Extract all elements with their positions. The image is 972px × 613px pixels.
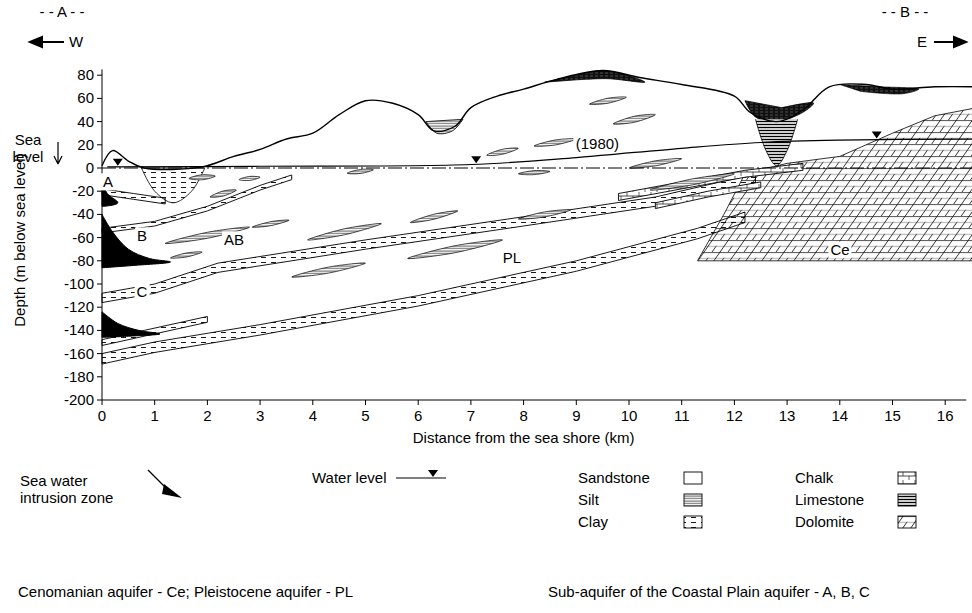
legend-label: Sandstone — [578, 469, 650, 486]
distance-tick-label: 14 — [831, 407, 848, 424]
depth-tick-label: -40 — [72, 206, 94, 223]
depth-tick-label: -140 — [64, 322, 94, 339]
legend-swatch — [898, 472, 916, 484]
ground-surface — [102, 71, 972, 170]
silt-lens — [629, 158, 682, 168]
west-arrow — [30, 37, 64, 47]
silt-lens — [171, 252, 203, 258]
legend-swatch — [684, 472, 702, 484]
silt-lens — [292, 263, 366, 277]
legend-label: Sea water intrusion zone — [20, 472, 132, 507]
depth-tick-label: 60 — [77, 90, 94, 107]
depth-tick-label: 20 — [77, 136, 94, 153]
distance-tick-label: 9 — [572, 407, 580, 424]
distance-tick-label: 13 — [779, 407, 796, 424]
silt-lens — [239, 176, 260, 180]
axes — [97, 69, 966, 405]
sub-aquifer-label: AB — [222, 231, 246, 248]
sea-level-line — [102, 168, 972, 169]
sea-water-intrusion-zone — [102, 312, 160, 338]
depth-tick-label: -180 — [64, 368, 94, 385]
depth-tick-label: 0 — [86, 159, 94, 176]
footnote: Cenomanian aquifer - Ce; Pleistocene aqu… — [18, 583, 353, 600]
depth-tick-label: -20 — [72, 183, 94, 200]
legend-swatch — [148, 470, 182, 498]
silt-lens — [210, 190, 236, 198]
section-end-label: - - B - - — [882, 3, 929, 20]
silt-lens — [347, 169, 373, 174]
aquifer-label: Ce — [828, 241, 851, 258]
silt-lens — [408, 240, 503, 259]
legend-swatch — [684, 494, 702, 506]
silt-lens — [534, 139, 576, 147]
silt-lens — [189, 175, 215, 180]
legend-label: Water level — [312, 469, 386, 486]
direction-label: W — [69, 33, 83, 50]
water-level-year: (1980) — [574, 135, 621, 152]
silt-lens — [252, 220, 289, 227]
legend-label: Dolomite — [795, 513, 854, 530]
legend-swatch — [684, 516, 702, 528]
silt-lens — [487, 148, 519, 156]
silt-lens — [410, 211, 457, 223]
distance-tick-label: 10 — [621, 407, 638, 424]
distance-tick-label: 7 — [467, 407, 475, 424]
distance-tick-label: 2 — [203, 407, 211, 424]
distance-tick-label: 8 — [519, 407, 527, 424]
legend-swatch — [898, 494, 916, 506]
silt-lens — [589, 97, 626, 105]
silt-lens — [650, 174, 734, 191]
direction-label: E — [917, 33, 927, 50]
footnote: Sub-aquifer of the Coastal Plain aquifer… — [548, 583, 870, 600]
depth-tick-label: -120 — [64, 299, 94, 316]
depth-tick-label: 80 — [77, 67, 94, 84]
distance-tick-label: 0 — [98, 407, 106, 424]
silt-lens — [308, 224, 382, 241]
distance-tick-label: 3 — [256, 407, 264, 424]
silt-lens — [518, 171, 550, 175]
valley-silt-fill — [426, 119, 463, 134]
depth-tick-label: -200 — [64, 391, 94, 408]
depth-tick-label: 40 — [77, 113, 94, 130]
distance-tick-label: 11 — [674, 407, 690, 424]
limestone-cap — [545, 71, 645, 83]
sub-aquifer-label: C — [135, 283, 150, 300]
silt-lens — [518, 210, 571, 220]
depth-tick-label: -160 — [64, 345, 94, 362]
sub-aquifer-label: A — [101, 173, 115, 190]
section-end-label: - - A - - — [40, 3, 85, 20]
legend-swatch — [396, 470, 446, 478]
depth-tick-label: -100 — [64, 275, 94, 292]
sub-aquifer-label: B — [135, 227, 149, 244]
distance-tick-label: 5 — [361, 407, 369, 424]
water-level-symbol — [113, 159, 123, 166]
water-table-1980 — [107, 139, 972, 167]
sea-water-intrusion-zone — [102, 214, 171, 267]
valley-clay-fill — [142, 168, 205, 203]
distance-tick-label: 4 — [309, 407, 317, 424]
legend-swatch — [898, 516, 916, 528]
aquifer-label: PL — [501, 249, 523, 266]
legend-label: Silt — [578, 491, 599, 508]
geologic-section — [102, 71, 972, 364]
distance-tick-label: 6 — [414, 407, 422, 424]
depth-tick-label: -60 — [72, 229, 94, 246]
distance-tick-label: 16 — [937, 407, 954, 424]
legend-label: Limestone — [795, 491, 864, 508]
axis-title: Distance from the sea shore (km) — [413, 429, 635, 446]
sea-level-arrow — [54, 142, 62, 164]
legend-label: Chalk — [795, 469, 833, 486]
valley-dark-fill — [745, 101, 814, 122]
water-level-symbol — [872, 132, 882, 139]
distance-tick-label: 12 — [726, 407, 743, 424]
depth-tick-label: -80 — [72, 252, 94, 269]
silt-lens — [613, 114, 655, 124]
east-arrow — [934, 37, 966, 47]
distance-tick-label: 15 — [884, 407, 901, 424]
distance-tick-label: 1 — [151, 407, 159, 424]
legend-label: Clay — [578, 513, 608, 530]
axis-title: Depth (m below sea level) — [11, 153, 28, 326]
water-level-symbol — [471, 156, 481, 163]
